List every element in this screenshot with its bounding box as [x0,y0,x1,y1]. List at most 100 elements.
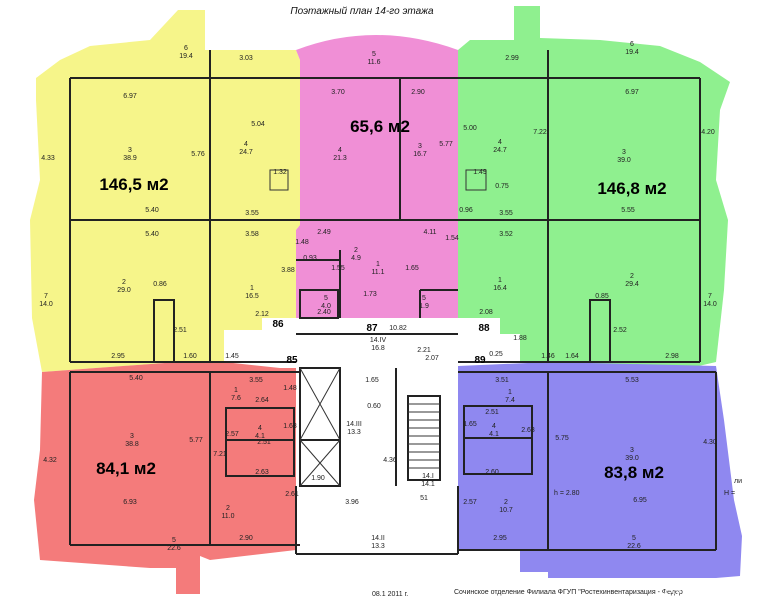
dimension-p13: 0.93 [303,255,317,262]
dimension-g20: 2.98 [665,353,679,360]
dimension-g22: 1.46 [541,353,555,360]
watermark: AvizInfo.kz [664,581,741,598]
dimension-p8: 4.11 [423,229,436,236]
dimension-p6: 5.77 [439,141,453,148]
dimension-c6: 0.60 [367,403,381,410]
dimension-r11: 1.63 [283,423,297,430]
dimension-r2: 3.55 [249,377,263,384]
apartment-pink-area[interactable] [296,35,458,318]
area-label-green: 146,8 м2 [597,179,666,198]
dimension-y20: 1.45 [225,353,239,360]
area-label-red: 84,1 м2 [96,459,156,478]
apartment-red-area[interactable] [34,362,300,594]
dimension-g8: 4.20 [701,129,715,136]
dimension-c2: 2.21 [417,347,431,354]
unit-number-88: 88 [478,323,490,334]
dimension-g12: 5.55 [621,207,635,214]
dimension-y8: 5.04 [251,121,265,128]
dimension-b8: 5.75 [555,435,569,442]
footer-date: 08.1 2011 г. [372,591,408,598]
dimension-b16: 2.95 [493,535,507,542]
ceiling-height-label: h = 2.80 [554,490,580,497]
dimension-r3: 1.48 [283,385,297,392]
unit-number-89: 89 [474,355,486,366]
apartment-blue-area[interactable] [458,362,742,578]
unit-number-86: 86 [272,319,284,330]
dimension-r10: 2.57 [225,431,239,438]
dimension-p11: 1.55 [331,265,345,272]
dimension-y9: 1.32 [273,169,287,176]
dimension-r12: 4.32 [43,457,57,464]
dimension-g4: 5.00 [463,125,477,132]
dimension-r17: 2.61 [285,491,299,498]
dimension-y21: 2.12 [255,311,269,318]
apartment-yellow-area[interactable] [30,10,300,372]
footer-organization: Сочинское отделение Филиала ФГУП "Ростех… [454,589,683,596]
dimension-g23: 2.08 [479,309,493,316]
dimension-c11: 3.96 [345,499,359,506]
dimension-y13: 3.58 [245,231,259,238]
dimension-p14: 1.48 [295,239,309,246]
dimension-c12: 51 [420,495,428,502]
dimension-r13: 7.21 [213,451,227,458]
dimension-r9: 2.51 [257,439,271,446]
dimension-y10: 5.40 [145,207,159,214]
dimension-y2: 3.03 [239,55,253,62]
dimension-g6: 7.22 [533,129,547,136]
dimension-c10: 1.90 [311,475,325,482]
plan-title: Поэтажный план 14-го этажа [290,6,434,17]
dimension-r1: 5.40 [129,375,143,382]
dimension-b7: 2.63 [521,427,535,434]
dimension-c4: 0.25 [489,351,503,358]
dimension-r14: 2.63 [255,469,269,476]
unit-number-85: 85 [286,355,298,366]
dimension-r15: 6.93 [123,499,137,506]
dimension-g21: 1.64 [565,353,579,360]
dimension-p12: 1.65 [405,265,419,272]
dimension-b12: 2.57 [463,499,477,506]
area-label-pink: 65,6 м2 [350,117,410,136]
dimension-y3: 6.97 [123,93,137,100]
dimension-y15: 0.86 [153,281,167,288]
apartment-green-area[interactable] [458,6,730,368]
dimension-c14: 10.82 [389,325,407,332]
dimension-c5: 1.65 [365,377,379,384]
dimension-y11: 3.55 [245,210,259,217]
walls [69,50,717,555]
dimension-g18: 2.52 [613,327,627,334]
dimension-b6: 1.65 [463,421,477,428]
dimension-y12: 5.40 [145,231,159,238]
dimension-g17: 0.85 [595,293,609,300]
dimension-b10: 4.30 [703,439,717,446]
dimension-y18: 2.95 [111,353,125,360]
dimension-r5: 2.64 [255,397,269,404]
area-label-yellow: 146,5 м2 [99,175,168,194]
dimension-g25: 0.96 [459,207,473,214]
dimension-y25: 2.51 [173,327,187,334]
dimension-c3: 2.07 [425,355,439,362]
